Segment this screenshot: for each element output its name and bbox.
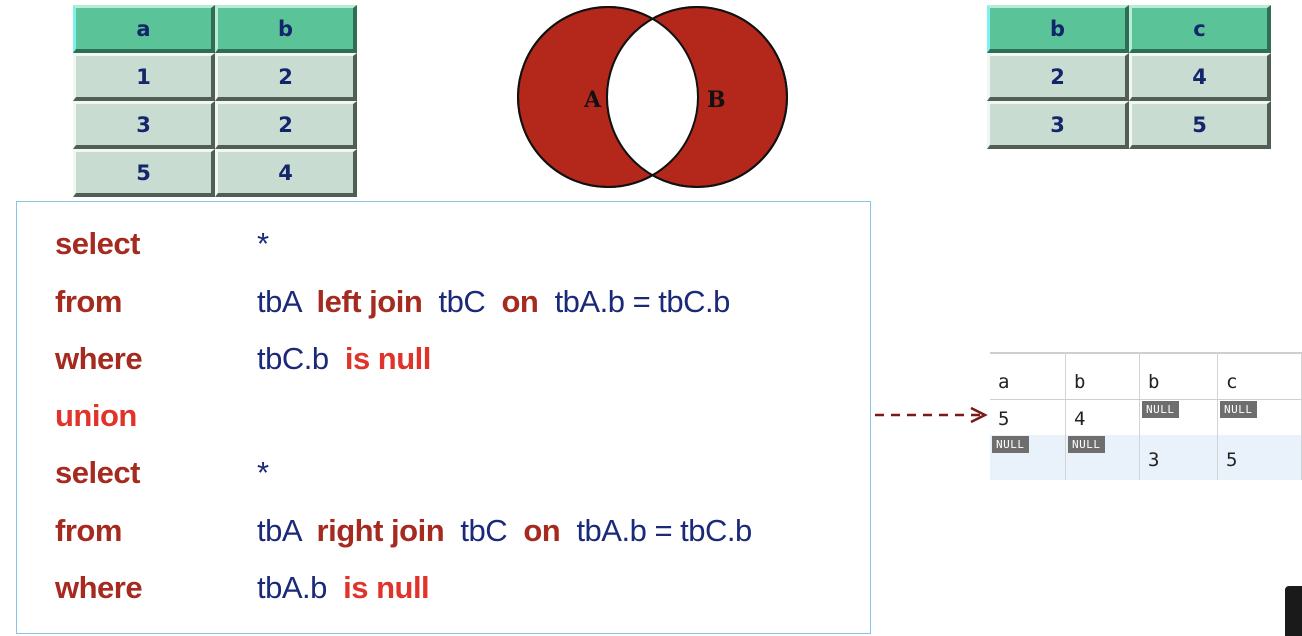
sql-keyword: is null — [343, 570, 430, 605]
result-header-cell: c — [1218, 352, 1302, 400]
sql-identifier: tbC — [444, 513, 524, 548]
sql-query-box: select * from tbA left join tbC on tbA.b = … — [16, 201, 871, 634]
table-a: a b 1 2 3 2 5 4 — [73, 5, 357, 197]
table-a-cell: 5 — [73, 149, 215, 197]
table-a-header-cell: a — [73, 5, 215, 53]
result-cell: 5 — [998, 408, 1010, 430]
table-c-row: 3 5 — [987, 101, 1271, 149]
null-badge: NULL — [992, 436, 1029, 453]
result-header-cell: b — [1066, 352, 1140, 400]
sql-keyword-select: select — [55, 455, 140, 490]
sql-identifier: * — [257, 226, 269, 261]
sql-clause: tbC.b is null — [257, 341, 431, 377]
venn-label-a: A — [583, 87, 602, 113]
sql-identifier: tbC — [422, 284, 502, 319]
result-row: NULL NULL 3 5 — [990, 435, 1302, 480]
sql-clause: * — [257, 226, 269, 262]
sql-keyword-union: union — [55, 398, 137, 433]
null-badge: NULL — [1220, 401, 1257, 418]
result-header-row: a b b c — [990, 352, 1302, 400]
sql-keyword: left join — [316, 284, 423, 319]
table-a-cell: 2 — [215, 101, 357, 149]
sql-keyword-where: where — [55, 341, 143, 376]
result-header-cell: a — [990, 352, 1066, 400]
table-a-cell: 2 — [215, 53, 357, 101]
table-a-cell: 1 — [73, 53, 215, 101]
table-a-header-cell: b — [215, 5, 357, 53]
result-header-cell: b — [1140, 352, 1218, 400]
table-a-row: 1 2 — [73, 53, 357, 101]
sql-identifier: tbC.b — [257, 341, 345, 376]
sql-identifier: tbA — [257, 284, 317, 319]
table-c-cell: 5 — [1129, 101, 1271, 149]
sql-clause: * — [257, 455, 269, 491]
table-c: b c 2 4 3 5 — [987, 5, 1271, 149]
corner-overlay — [1285, 586, 1302, 636]
sql-identifier: * — [257, 455, 269, 490]
sql-identifier: tbA.b = tbC.b — [538, 284, 731, 319]
sql-keyword-from: from — [55, 284, 122, 319]
table-a-cell: 4 — [215, 149, 357, 197]
table-a-header-row: a b — [73, 5, 357, 53]
sql-keyword: is null — [344, 341, 432, 376]
sql-clause: tbA left join tbC on tbA.b = tbC.b — [257, 284, 730, 320]
sql-identifier: tbA.b = tbC.b — [560, 513, 752, 548]
result-cell: 4 — [1074, 408, 1086, 430]
sql-keyword: right join — [316, 513, 445, 548]
null-badge: NULL — [1068, 436, 1105, 453]
null-badge: NULL — [1142, 401, 1179, 418]
table-a-cell: 3 — [73, 101, 215, 149]
table-a-row: 3 2 — [73, 101, 357, 149]
sql-keyword: on — [523, 513, 561, 548]
sql-keyword: on — [501, 284, 539, 319]
result-cell: 3 — [1148, 449, 1160, 471]
sql-keyword-where: where — [55, 570, 143, 605]
table-c-header-cell: c — [1129, 5, 1271, 53]
result-row: 5 4 NULL NULL — [990, 400, 1302, 435]
venn-label-b: B — [707, 87, 726, 113]
table-a-row: 5 4 — [73, 149, 357, 197]
table-c-cell: 2 — [987, 53, 1129, 101]
table-c-header-row: b c — [987, 5, 1271, 53]
result-grid: a b b c 5 4 NULL NULL NULL NULL 3 5 — [990, 352, 1302, 480]
sql-identifier: tbA.b — [257, 570, 344, 605]
venn-diagram: A B — [517, 6, 788, 188]
sql-clause: tbA right join tbC on tbA.b = tbC.b — [257, 513, 752, 549]
sql-keyword-from: from — [55, 513, 122, 548]
arrow-right-icon — [875, 406, 988, 424]
sql-clause: tbA.b is null — [257, 570, 430, 606]
sql-keyword-select: select — [55, 226, 140, 261]
table-c-header-cell: b — [987, 5, 1129, 53]
table-c-cell: 4 — [1129, 53, 1271, 101]
result-cell: 5 — [1226, 449, 1238, 471]
sql-identifier: tbA — [257, 513, 317, 548]
table-c-cell: 3 — [987, 101, 1129, 149]
table-c-row: 2 4 — [987, 53, 1271, 101]
